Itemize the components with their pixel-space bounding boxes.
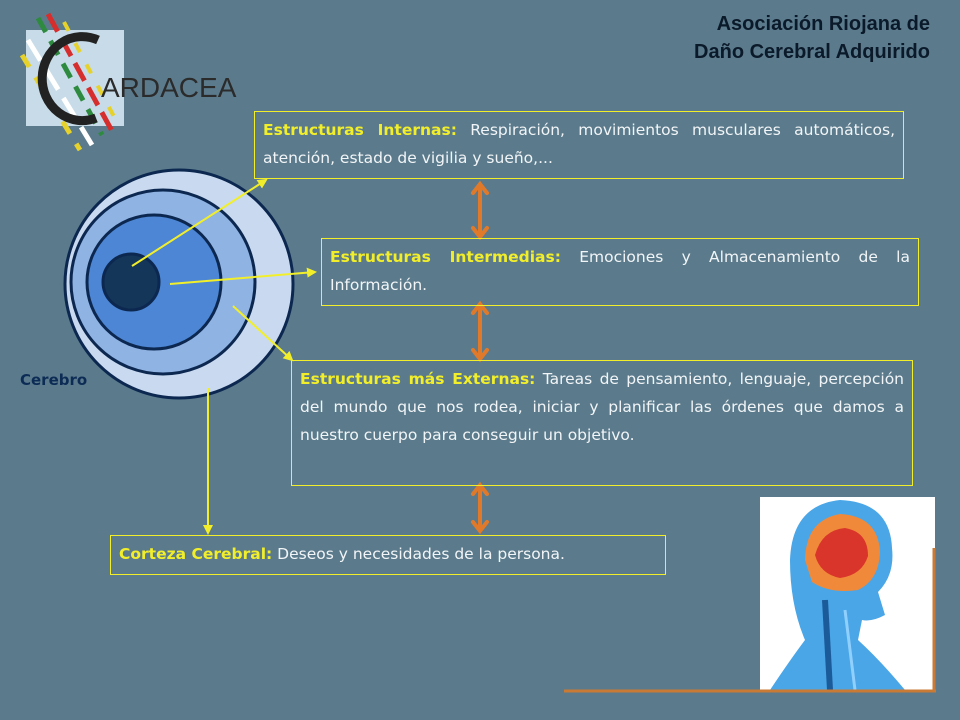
organization-title: Asociación Riojana de Daño Cerebral Adqu…: [694, 10, 930, 66]
box-estructuras-internas: Estructuras Internas: Respiración, movim…: [254, 111, 904, 179]
arrow-intermedias: [169, 267, 317, 285]
brain-xray-illustration-icon: [760, 497, 935, 691]
organization-title-line1: Asociación Riojana de: [716, 13, 930, 35]
box-corteza-cerebral: Corteza Cerebral: Deseos y necesidades d…: [110, 535, 666, 575]
logo-text: ARDACEA: [101, 72, 237, 103]
box-corteza-text: Deseos y necesidades de la persona.: [272, 545, 565, 563]
box-internas-title: Estructuras Internas:: [263, 121, 457, 139]
box-externas-text: Tareas de pensamiento, lenguaje, percepc…: [300, 370, 904, 444]
double-arrow-2-icon: [471, 300, 489, 363]
box-estructuras-intermedias: Estructuras Intermedias: Emociones y Alm…: [321, 238, 919, 306]
box-intermedias-text: Emociones y Almacenamiento de la Informa…: [330, 248, 910, 294]
double-arrow-1-icon: [471, 180, 489, 241]
arrow-internas: [131, 178, 268, 267]
cerebro-label: Cerebro: [20, 371, 88, 389]
box-externas-title: Estructuras más Externas:: [300, 370, 536, 388]
box-estructuras-externas: Estructuras más Externas: Tareas de pens…: [291, 360, 913, 486]
box-intermedias-title: Estructuras Intermedias:: [330, 248, 561, 266]
box-internas-text: Respiración, movimientos musculares auto…: [263, 121, 895, 167]
double-arrow-3-icon: [471, 481, 489, 535]
organization-title-line2: Daño Cerebral Adquirido: [694, 41, 930, 63]
arrow-externas: [232, 305, 294, 362]
brain-core-circle: [101, 252, 161, 312]
box-corteza-title: Corteza Cerebral:: [119, 545, 273, 563]
